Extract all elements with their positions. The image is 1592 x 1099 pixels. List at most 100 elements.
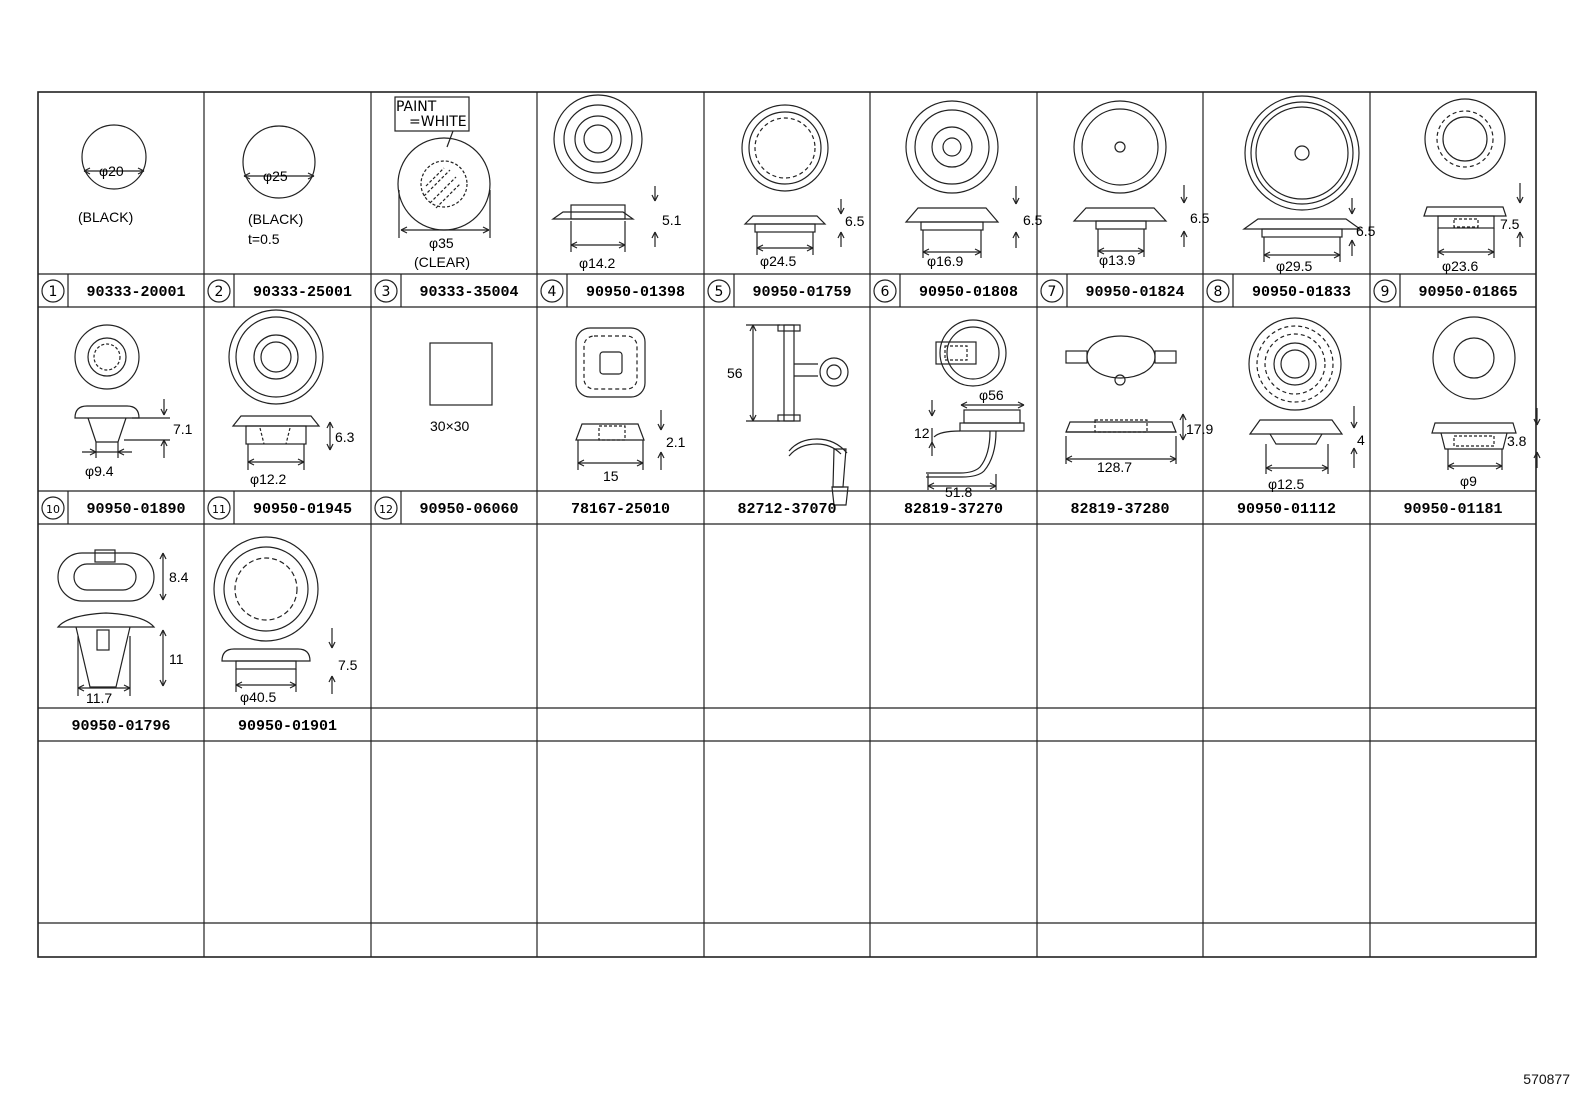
part-number: 90950-01112: [1237, 501, 1336, 518]
dimension-label: 6.5: [845, 213, 865, 229]
table-grid: [37, 91, 1537, 958]
thickness-note: t=0.5: [248, 231, 280, 247]
hole-plug-icon: [904, 100, 1020, 258]
dimension-label: 7.1: [173, 421, 193, 437]
item-number-circle: [1040, 279, 1064, 303]
dimension-label: φ13.9: [1099, 252, 1136, 268]
wire-clamp-icon: [746, 324, 849, 506]
dimension-label: 11: [169, 651, 184, 667]
hole-plug-icon: [74, 324, 170, 458]
paint-color-note: =WHITE: [409, 114, 467, 130]
hole-plug-icon: [1423, 98, 1524, 258]
item-number: 7: [1048, 284, 1057, 300]
part-number: 90950-01833: [1252, 284, 1351, 301]
square-pad-icon: [429, 342, 493, 406]
item-number: 5: [715, 284, 724, 300]
part-number: 90950-01808: [919, 284, 1018, 301]
dimension-label: 56: [727, 365, 743, 381]
dimension-label: 128.7: [1097, 459, 1132, 475]
part-number: 82819-37280: [1070, 501, 1169, 518]
dimension-label: 6.5: [1023, 212, 1043, 228]
color-note: (BLACK): [248, 211, 303, 227]
dimension-label: 8.4: [169, 569, 189, 585]
dimension-label: 2.1: [666, 434, 686, 450]
item-number-circle: [207, 496, 231, 520]
dimension-label: φ16.9: [927, 253, 964, 269]
item-number-circle: [374, 279, 398, 303]
part-number: 90950-01398: [586, 284, 685, 301]
dimension-label: φ56: [979, 387, 1004, 403]
item-number-circle: [540, 279, 564, 303]
dimension-label: φ9.4: [85, 463, 114, 479]
dimension-label: 6.3: [335, 429, 355, 445]
dimension-label: φ35: [429, 235, 454, 251]
dimension-label: φ23.6: [1442, 258, 1479, 274]
part-number: 90950-01890: [86, 501, 185, 518]
item-number-circle: [707, 279, 731, 303]
item-number-circle: [41, 496, 65, 520]
item-number: 4: [548, 284, 557, 300]
part-number: 90950-01901: [238, 718, 337, 735]
oval-grommet-icon: [1065, 335, 1187, 464]
dimension-label: φ25: [263, 168, 288, 184]
sealing-plate-icon: [394, 96, 491, 238]
grommet-icon: [926, 319, 1025, 490]
dimension-label: 17.9: [1186, 421, 1213, 437]
dimension-label: 7.5: [1500, 216, 1520, 232]
item-number: 11: [212, 503, 226, 516]
part-number: 90333-35004: [419, 284, 518, 301]
dimension-label: φ24.5: [760, 253, 797, 269]
hole-plug-icon: [551, 94, 659, 252]
item-number-circle: [1206, 279, 1230, 303]
part-number: 82712-37070: [737, 501, 836, 518]
dimension-label: 12: [914, 425, 930, 441]
part-number: 90950-01824: [1085, 284, 1184, 301]
item-number-circle: [207, 279, 231, 303]
item-number: 1: [49, 284, 58, 300]
drawing-id: 570877: [1523, 1071, 1570, 1087]
part-number: 90950-01945: [253, 501, 352, 518]
item-number: 10: [46, 503, 60, 516]
dimension-label: φ12.2: [250, 471, 287, 487]
hole-plug-icon: [1242, 95, 1362, 262]
dimension-label: 6.5: [1190, 210, 1210, 226]
item-number: 6: [881, 284, 890, 300]
hole-plug-icon: [228, 309, 334, 470]
plug-plate-icon: [81, 124, 147, 190]
dimension-label: φ29.5: [1276, 258, 1313, 274]
item-number-circle: [1373, 279, 1397, 303]
dimension-label: 11.7: [86, 690, 112, 706]
item-number: 9: [1381, 284, 1390, 300]
dimension-label: φ40.5: [240, 689, 277, 705]
dimension-label: 3.8: [1507, 433, 1527, 449]
part-number: 90333-20001: [86, 284, 185, 301]
part-number: 90950-01759: [752, 284, 851, 301]
hole-plug-icon: [1248, 317, 1358, 474]
square-plug-icon: [575, 327, 665, 470]
paint-note: PAINT: [396, 99, 437, 115]
item-number-circle: [873, 279, 897, 303]
dimension-label: 7.5: [338, 657, 358, 673]
part-number: 90950-01796: [71, 718, 170, 735]
hole-plug-icon: [1072, 100, 1188, 257]
part-number: 78167-25010: [571, 501, 670, 518]
part-number: 90950-01865: [1418, 284, 1517, 301]
clip-icon: [56, 549, 167, 696]
part-number: 90950-01181: [1403, 501, 1502, 518]
item-number: 12: [379, 503, 393, 516]
hole-plug-icon: [213, 536, 336, 694]
dimension-label: 15: [603, 468, 619, 484]
dimension-label: 51.8: [945, 484, 972, 500]
color-note: (BLACK): [78, 209, 133, 225]
dimension-label: φ12.5: [1268, 476, 1305, 492]
item-number: 8: [1214, 284, 1223, 300]
dimension-label: 6.5: [1356, 223, 1376, 239]
item-number: 3: [382, 284, 391, 300]
dimension-label: 30×30: [430, 418, 470, 434]
dimension-label: φ9: [1460, 473, 1477, 489]
part-number: 90950-06060: [419, 501, 518, 518]
item-number: 2: [215, 284, 224, 300]
dimension-label: 5.1: [662, 212, 682, 228]
